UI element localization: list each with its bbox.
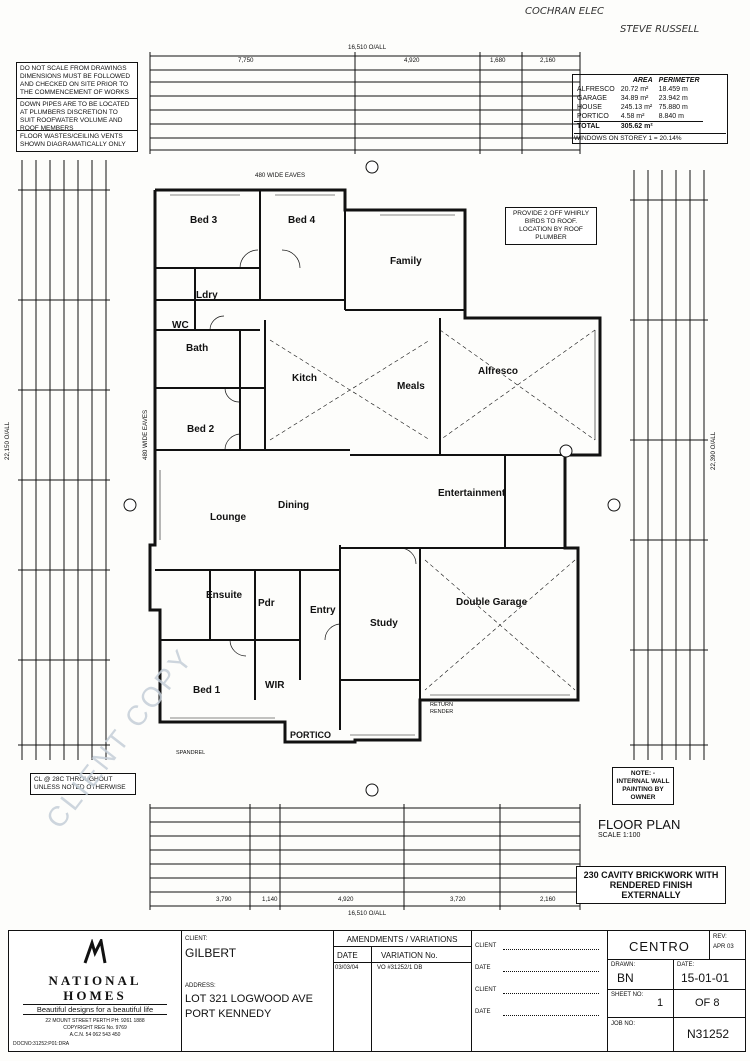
room-meals: Meals	[397, 381, 425, 392]
room-kitchen: Kitch	[292, 373, 317, 384]
client-signature-panel: CLIENT DATE CLIENT DATE	[471, 931, 608, 1051]
dim-left-overall: 22,150 O/ALL	[4, 421, 11, 460]
room-bed-1: Bed 1	[193, 685, 221, 696]
note-ceiling-height: CL @ 28c THROUGHOUT UNLESS NOTED OTHERWI…	[30, 773, 136, 795]
sheet-label: SHEET No:	[611, 992, 644, 998]
sig-date-2: DATE	[475, 1009, 491, 1015]
sheet-of: OF 8	[695, 997, 720, 1009]
rev-value: APR 03	[713, 944, 734, 950]
design-name: CENTRO	[629, 939, 690, 954]
company-tagline: Beautiful designs for a beautiful life	[23, 1004, 167, 1015]
sheet-value: 1	[657, 997, 664, 1009]
dim-eaves-side: 480 WIDE EAVES	[142, 409, 149, 460]
room-ensuite: Ensuite	[206, 590, 243, 601]
dim-top-overall: 16,510 O/ALL	[348, 44, 387, 51]
company-name-2: HOMES	[63, 988, 127, 1003]
drawn-value: BN	[617, 971, 634, 985]
room-study: Study	[370, 618, 398, 629]
note-floor-wastes: FLOOR WASTES/CEILING VENTS SHOWN DIAGRAM…	[16, 130, 138, 152]
date-value: 15-01-01	[681, 971, 730, 985]
job-label: JOB No:	[611, 1021, 636, 1027]
note-internal-wall: NOTE: - INTERNAL WALL PAINTING BY OWNER	[612, 767, 674, 805]
room-wir: WIR	[265, 680, 285, 691]
title-block: NATIONAL HOMES Beautiful designs for a b…	[8, 930, 746, 1052]
room-entry: Entry	[310, 605, 336, 616]
floor-plan-drawing	[18, 52, 708, 910]
site-address-1: LOT 321 LOGWOOD AVE	[185, 993, 313, 1005]
company-address: 22 MOUNT STREET PERTH PH: 9261 1888	[45, 1018, 145, 1024]
room-lounge: Lounge	[210, 512, 247, 523]
sig-client-1: CLIENT	[475, 943, 497, 949]
client-name: GILBERT	[185, 946, 237, 960]
company-acn: A.C.N. 54 062 543 450	[69, 1032, 121, 1038]
doc-number: DOCNO:31252:P01:DRA	[13, 1041, 70, 1047]
date-label: DATE:	[677, 962, 695, 968]
company-logo-icon	[83, 939, 107, 964]
room-bed-3: Bed 3	[190, 215, 218, 226]
room-bath: Bath	[186, 343, 209, 354]
amend-var-header: VARIATION No.	[381, 951, 438, 960]
drawing-scale: SCALE 1:100	[598, 832, 641, 839]
perimeter-header: PERIMETER	[658, 77, 700, 84]
dim-eaves-top: 480 WIDE EAVES	[255, 172, 306, 179]
sig-date-1: DATE	[475, 965, 491, 971]
windows-ratio: WINDOWS ON STOREY 1 = 20.14%	[574, 133, 726, 142]
room-wc: WC	[172, 320, 189, 331]
address-label: ADDRESS:	[185, 983, 216, 989]
dim-top: 4,920	[404, 57, 420, 64]
client-panel: CLIENT: GILBERT ADDRESS: LOT 321 LOGWOOD…	[181, 931, 334, 1051]
design-info-panel: CENTRO REV: APR 03 DRAWN: BN DATE: 15-01…	[607, 931, 745, 1051]
site-address-2: PORT KENNEDY	[185, 1008, 272, 1020]
dim-top: 2,160	[540, 57, 556, 64]
rev-label: REV:	[713, 934, 727, 940]
handwritten-signature: STEVE RUSSELL	[620, 24, 700, 35]
handwritten-note: COCHRAN ELEC	[525, 6, 604, 17]
company-name-1: NATIONAL	[48, 973, 142, 988]
drawing-title: FLOOR PLAN	[598, 817, 681, 832]
amendments-panel: AMENDMENTS / VARIATIONS DATE VARIATION N…	[333, 931, 472, 1051]
room-entertainment: Entertainment	[438, 488, 506, 499]
amend-variation: VO #31252/1 DB	[377, 965, 423, 971]
room-bed-2: Bed 2	[187, 424, 215, 435]
room-powder: Pdr	[258, 598, 275, 609]
label-spandrel: SPANDREL	[176, 750, 206, 756]
dim-bottom: 3,790	[216, 896, 232, 903]
room-dining: Dining	[278, 500, 310, 511]
dim-bottom-overall: 16,510 O/ALL	[348, 910, 387, 917]
dim-bottom: 4,920	[338, 896, 354, 903]
dim-bottom: 3,720	[450, 896, 466, 903]
company-panel: NATIONAL HOMES Beautiful designs for a b…	[9, 931, 182, 1051]
dim-top: 1,680	[490, 57, 506, 64]
room-family: Family	[390, 256, 422, 267]
job-number: N31252	[687, 1027, 730, 1041]
dim-bottom: 1,140	[262, 896, 278, 903]
company-copyright: COPYRIGHT REG No. 9769	[63, 1025, 127, 1031]
sig-client-2: CLIENT	[475, 987, 497, 993]
room-portico: PORTICO	[290, 730, 332, 740]
dim-top: 7,750	[238, 57, 254, 64]
amend-date-header: DATE	[337, 951, 358, 960]
drawn-label: DRAWN:	[611, 962, 636, 968]
room-laundry: Ldry	[196, 290, 218, 301]
note-whirly-birds: PROVIDE 2 OFF WHIRLY BIRDS TO ROOF. LOCA…	[505, 207, 597, 245]
room-bed-4: Bed 4	[288, 215, 316, 226]
note-brickwork: 230 CAVITY BRICKWORK WITH RENDERED FINIS…	[576, 866, 726, 904]
label-return-render: RETURN RENDER	[430, 702, 454, 715]
area-header: AREA	[632, 77, 653, 84]
amend-date: 03/03/04	[335, 965, 359, 971]
room-alfresco: Alfresco	[478, 366, 519, 377]
dim-bottom: 2,160	[540, 896, 556, 903]
client-label: CLIENT:	[185, 936, 208, 942]
room-double-garage: Double Garage	[456, 597, 528, 608]
amendments-title: AMENDMENTS / VARIATIONS	[333, 935, 471, 947]
dim-right-overall: 22,390 O/ALL	[710, 431, 717, 470]
